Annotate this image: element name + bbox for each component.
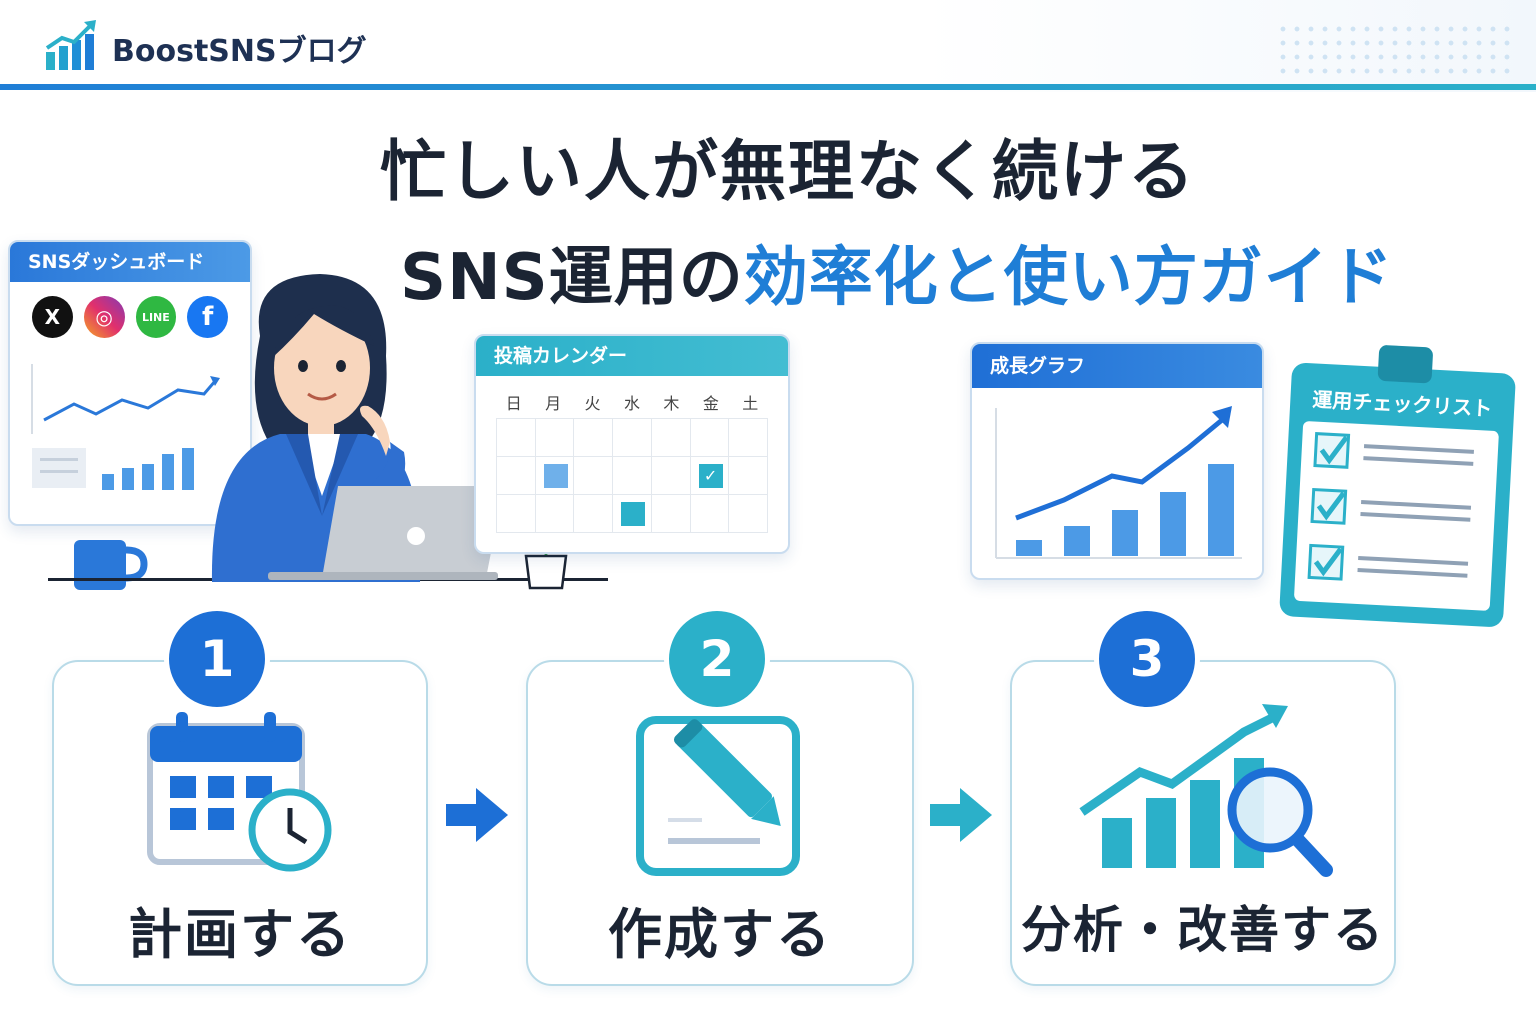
pencil-edit-icon: [634, 712, 820, 880]
calendar-cell[interactable]: [690, 495, 730, 533]
line-icon[interactable]: LINE: [135, 296, 177, 338]
sns-icon-row: X ◎ LINE f: [10, 282, 250, 352]
calendar-cell[interactable]: [651, 495, 691, 533]
check-icon: ✓: [698, 464, 723, 488]
calendar-cell[interactable]: [497, 457, 536, 495]
calendar-cell[interactable]: [651, 419, 691, 457]
arrow-right-icon: [926, 780, 996, 850]
calendar-cell[interactable]: [574, 457, 614, 495]
dashboard-bar-chart: [32, 448, 194, 490]
step-2-number: 2: [664, 606, 770, 712]
weekday-wed: 水: [623, 394, 640, 413]
dashboard-line-chart: [31, 364, 220, 434]
calendar-cell[interactable]: [613, 457, 652, 495]
chart-search-icon: [1076, 702, 1336, 882]
header-dot-pattern: [1276, 22, 1516, 78]
growth-title: 成長グラフ: [972, 344, 1262, 388]
calendar-title: 投稿カレンダー: [476, 336, 788, 376]
clipboard-clip-icon: [1377, 344, 1434, 384]
weekday-sun: 日: [505, 394, 522, 413]
step-3-card[interactable]: 分析・改善する: [1010, 660, 1396, 986]
step-3-label: 分析・改善する: [1021, 901, 1385, 959]
calendar-cell[interactable]: [690, 419, 730, 457]
checklist-paper: [1293, 420, 1500, 611]
step-2-label: 作成する: [608, 903, 832, 966]
calendar-cell[interactable]: [729, 419, 768, 457]
calendar-cell-done[interactable]: ✓: [690, 457, 730, 495]
calendar-cell[interactable]: [613, 419, 652, 457]
step-2-card[interactable]: 作成する: [526, 660, 914, 986]
operation-checklist-clipboard: 運用チェックリスト: [1279, 340, 1519, 631]
growth-chart: [995, 406, 1242, 559]
page-title-line1: 忙しい人が無理なく続ける: [380, 133, 1196, 210]
weekday-mon: 月: [545, 394, 562, 413]
laptop: [268, 484, 508, 584]
calendar-cell[interactable]: [651, 457, 691, 495]
step-1-card[interactable]: 計画する: [52, 660, 428, 986]
dashboard-title: SNSダッシュボード: [10, 242, 250, 282]
calendar-cell[interactable]: [574, 495, 614, 533]
growth-graph-card: 成長グラフ: [970, 342, 1264, 580]
page-title-line2: SNS運用の効率化と使い方ガイド: [400, 226, 1394, 318]
header-divider: [0, 84, 1536, 90]
calendar-cell[interactable]: [729, 495, 768, 533]
weekday-sat: 土: [742, 394, 759, 413]
arrow-right-icon: [442, 780, 512, 850]
calendar-cell[interactable]: [497, 419, 536, 457]
brand-name[interactable]: BoostSNSブログ: [112, 34, 367, 69]
calendar-cell-scheduled[interactable]: [535, 457, 575, 495]
instagram-icon[interactable]: ◎: [83, 296, 125, 338]
facebook-icon[interactable]: f: [187, 296, 228, 338]
weekday-fri: 金: [702, 394, 719, 413]
weekday-tue: 火: [584, 394, 601, 413]
calendar-cell[interactable]: [574, 419, 614, 457]
calendar-cell[interactable]: [497, 495, 536, 533]
calendar-cell[interactable]: [535, 419, 575, 457]
step-3-number: 3: [1094, 606, 1200, 712]
coffee-mug: [70, 538, 150, 594]
calendar-cell-scheduled[interactable]: [613, 495, 652, 533]
step-1-number: 1: [164, 606, 270, 712]
calendar-grid: ✓: [496, 418, 768, 533]
calendar-clock-icon: [146, 710, 332, 880]
weekday-thu: 木: [663, 394, 680, 413]
brand-logo-icon[interactable]: [44, 20, 98, 72]
step-1-label: 計画する: [128, 903, 352, 966]
title-accent-part: 効率化と使い方ガイド: [743, 241, 1394, 315]
post-calendar-card: 投稿カレンダー 日 月 火 水 木 金 土 ✓: [474, 334, 790, 554]
sns-dashboard-card: SNSダッシュボード X ◎ LINE f: [8, 240, 252, 526]
calendar-weekdays: 日 月 火 水 木 金 土: [476, 376, 788, 418]
calendar-cell[interactable]: [535, 495, 575, 533]
title-plain-part: SNS運用の: [400, 241, 744, 315]
x-icon[interactable]: X: [32, 296, 73, 338]
calendar-cell[interactable]: [729, 457, 768, 495]
